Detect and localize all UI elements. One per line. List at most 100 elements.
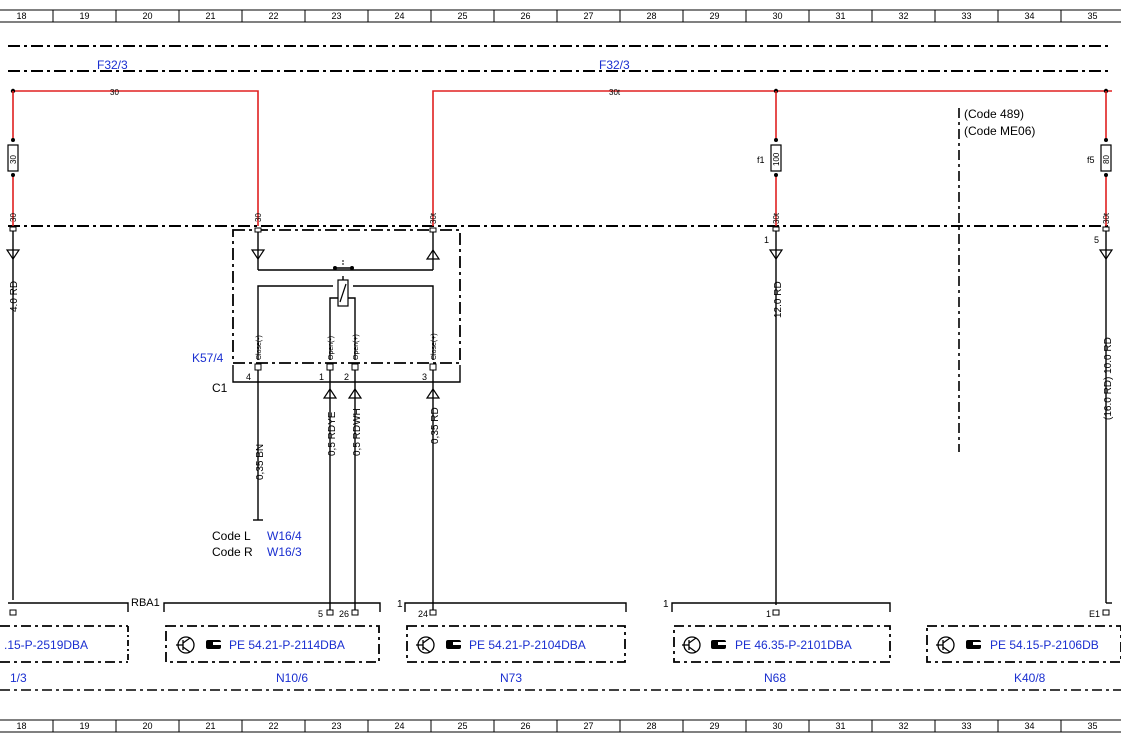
fuse-left: 30 <box>7 138 19 177</box>
c1-pin-1: 1 <box>319 372 324 382</box>
wire-k40-label: (16.0 RD) 10.0 RD <box>1103 337 1114 420</box>
module-k40-name: K40/8 <box>1014 671 1046 685</box>
ruler-number: 32 <box>898 11 908 21</box>
pointing-hand-icon <box>446 640 463 649</box>
module-left: .15-P-2519DBA 1/3 <box>0 602 129 685</box>
wire-open-plus-label: 0,5 RDWH <box>352 408 363 456</box>
pin-close-minus: Close(-) <box>256 335 263 360</box>
wire-close-plus: 0,35 RD <box>425 370 441 612</box>
ruler-number: 31 <box>835 721 845 731</box>
ruler-number: 26 <box>520 11 530 21</box>
fuse-f1-label: f1 <box>757 155 765 165</box>
module-n68-ref[interactable]: PE 46.35-P-2101DBA <box>735 638 852 652</box>
relay-k57-4: Close(-) Open(-) Open(+) Close(+) K57/4 <box>192 227 461 365</box>
ruler-number: 19 <box>79 721 89 731</box>
connector-c1: C1 4 1 2 3 <box>212 363 461 395</box>
fuse-left-rating: 30 <box>9 155 18 164</box>
ruler-number: 18 <box>16 11 26 21</box>
ruler-number: 21 <box>205 721 215 731</box>
ruler-number: 32 <box>898 721 908 731</box>
bottom-ruler: 18 19 20 21 22 23 24 25 26 27 28 29 30 31 32 33 34 35 <box>0 719 1121 733</box>
c1-pin-2: 2 <box>344 372 349 382</box>
code-r-label: Code R <box>212 545 253 559</box>
fusebox-left-label: F32/3 <box>97 58 128 72</box>
wire-open-plus: 0,5 RDWH <box>347 370 363 612</box>
code-l-ref[interactable]: W16/4 <box>267 529 302 543</box>
wire-n68-label: 12.0 RD <box>773 281 784 318</box>
ruler-number: 35 <box>1087 721 1097 731</box>
transistor-icon <box>176 636 195 654</box>
connector-label: C1 <box>212 381 228 395</box>
module-n73-ref[interactable]: PE 54.21-P-2104DBA <box>469 638 586 652</box>
wire-close-minus: 0,35 BN <box>253 370 266 521</box>
n73-pin-24: 24 <box>418 609 428 619</box>
pin-open-plus: Open(+) <box>353 334 360 360</box>
module-k40-ref[interactable]: PE 54.15-P-2106DB <box>990 638 1099 652</box>
wire-open-minus-label: 0,5 RDYE <box>327 411 338 456</box>
ruler-number: 30 <box>772 721 782 731</box>
wire-close-minus-label: 0,35 BN <box>255 444 266 480</box>
ruler-number: 34 <box>1024 11 1034 21</box>
pin-open-minus: Open(-) <box>328 336 335 360</box>
n10-pin-26: 26 <box>339 609 349 619</box>
code-489-label: (Code 489) <box>964 107 1024 121</box>
module-n10-name: N10/6 <box>276 671 308 685</box>
c1-pin-4: 4 <box>246 372 251 382</box>
fuse-f5-label: f5 <box>1087 155 1095 165</box>
ruler-number: 27 <box>583 11 593 21</box>
pointing-hand-icon <box>711 640 728 649</box>
code-l-label: Code L <box>212 529 251 543</box>
ruler-number: 29 <box>709 11 719 21</box>
ruler-number: 22 <box>268 721 278 731</box>
k40-drop: 5 (16.0 RD) 10.0 RD <box>1094 226 1114 603</box>
module-k40-8: E1 PE 54.15-P-2106DB K40/8 <box>926 602 1121 685</box>
module-left-ref[interactable]: .15-P-2519DBA <box>4 638 88 652</box>
ruler-number: 26 <box>520 721 530 731</box>
fusebox-right-label: F32/3 <box>599 58 630 72</box>
n10-pin-5: 5 <box>318 609 323 619</box>
module-n10-ref[interactable]: PE 54.21-P-2114DBA <box>229 638 345 652</box>
pointing-hand-icon <box>206 640 223 649</box>
ruler-number: 25 <box>457 11 467 21</box>
ruler-number: 30 <box>772 11 782 21</box>
left-drop: 4.0 RD <box>5 226 21 600</box>
ruler-number: 25 <box>457 721 467 731</box>
transistor-icon <box>416 636 435 654</box>
ruler-number: 21 <box>205 11 215 21</box>
code-r-ref[interactable]: W16/3 <box>267 545 302 559</box>
wire-left-label: 4.0 RD <box>9 281 20 312</box>
ruler-number: 28 <box>646 721 656 731</box>
pointing-hand-icon <box>966 640 983 649</box>
ruler-number: 23 <box>331 11 341 21</box>
drop-f5-label: 30t <box>1102 212 1111 224</box>
ruler-number: 18 <box>16 721 26 731</box>
ruler-number: 20 <box>142 11 152 21</box>
module-n68-name: N68 <box>764 671 786 685</box>
bus-30t: 30t <box>432 88 1112 226</box>
fuse-f1-rating: 100 <box>772 152 781 166</box>
ruler-number: 33 <box>961 721 971 731</box>
relay-label: K57/4 <box>192 351 224 365</box>
c1-pin-3: 3 <box>422 372 427 382</box>
code-me06-label: (Code ME06) <box>964 124 1035 138</box>
ruler-number: 31 <box>835 11 845 21</box>
wire-open-minus: 0,5 RDYE <box>322 370 338 612</box>
ruler-number: 27 <box>583 721 593 731</box>
transistor-icon <box>682 636 701 654</box>
ruler-number: 20 <box>142 721 152 731</box>
ruler-number: 35 <box>1087 11 1097 21</box>
ruler-number: 34 <box>1024 721 1034 731</box>
module-n10-6: 5 26 PE 54.21-P-2114DBA N10/6 <box>163 602 381 685</box>
rba1-label: RBA1 <box>131 597 160 609</box>
bus-30t-label: 30t <box>609 88 621 97</box>
transistor-icon <box>936 636 955 654</box>
k40-pin-e1: E1 <box>1089 609 1100 619</box>
drop-f1-label: 30t <box>772 212 781 224</box>
ruler-number: 24 <box>394 721 404 731</box>
drop-relay-in-label: 30 <box>254 213 263 222</box>
ruler-number: 23 <box>331 721 341 731</box>
ruler-number: 33 <box>961 11 971 21</box>
module-n73-name: N73 <box>500 671 522 685</box>
ruler-number: 29 <box>709 721 719 731</box>
